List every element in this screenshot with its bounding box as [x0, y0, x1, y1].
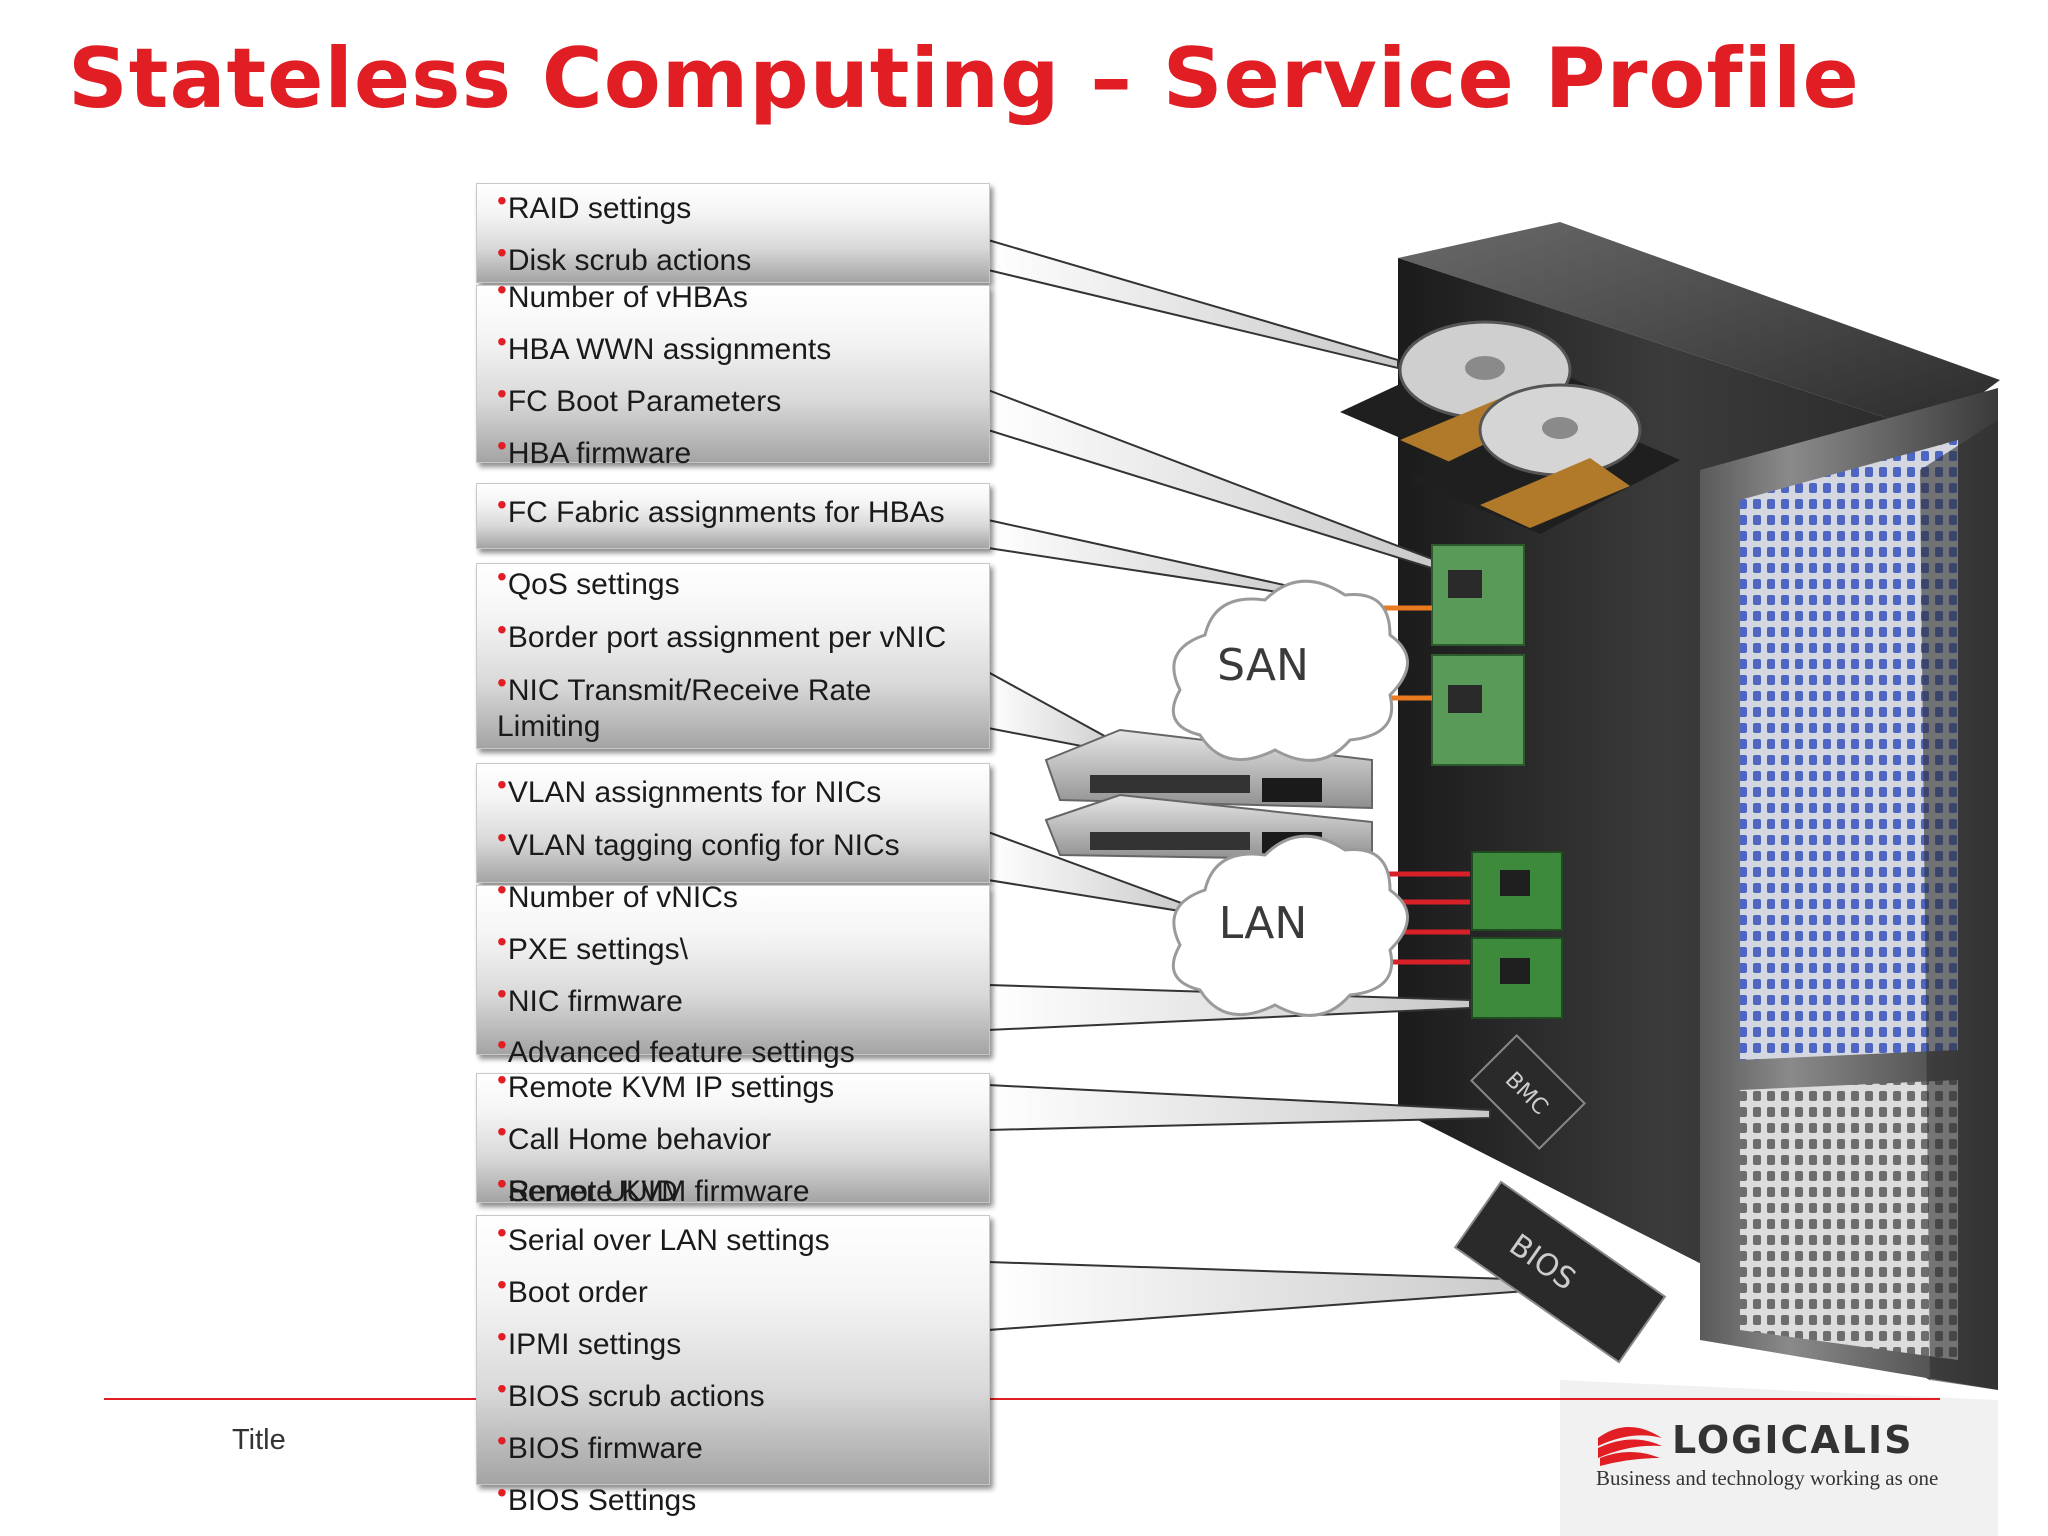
list-item: NIC Transmit/Receive Rate [497, 674, 871, 708]
logo-name: LOGICALIS [1672, 1418, 1914, 1462]
list-item: BIOS scrub actions [497, 1380, 765, 1414]
lan-cloud-icon: LAN [1171, 834, 1409, 1017]
list-item: BIOS Settings [497, 1484, 696, 1518]
list-item: Server UUID [497, 1175, 678, 1209]
list-item: RAID settings [497, 192, 691, 226]
storage-settings-box: RAID settings Disk scrub actions [476, 183, 990, 283]
qos-settings-box: QoS settings Border port assignment per … [476, 563, 990, 749]
list-item: Disk scrub actions [497, 244, 751, 278]
disk-drive-icon [1340, 320, 1680, 534]
list-item: Call Home behavior [497, 1123, 771, 1157]
list-item: Number of vHBAs [497, 281, 748, 315]
list-item: Advanced feature settings [497, 1036, 855, 1070]
bios-chip-icon: BIOS [1453, 1180, 1667, 1364]
list-item: Border port assignment per vNIC [497, 621, 947, 655]
list-item-continuation: Limiting [497, 710, 601, 743]
kvm-settings-box: Remote KVM IP settings Call Home behavio… [476, 1071, 990, 1208]
list-item: FC Boot Parameters [497, 385, 781, 419]
bmc-chip-icon: BMC [1470, 1034, 1586, 1150]
fc-fabric-box: FC Fabric assignments for HBAs [476, 483, 990, 549]
vlan-settings-box: VLAN assignments for NICs VLAN tagging c… [476, 763, 990, 883]
list-item: VLAN tagging config for NICs [497, 829, 900, 863]
list-item: HBA WWN assignments [497, 333, 831, 367]
list-item: PXE settings\ [497, 933, 688, 967]
slide-title: Stateless Computing – Service Profile [68, 30, 1860, 127]
san-label: SAN [1217, 640, 1309, 691]
list-item: IPMI settings [497, 1328, 681, 1362]
bios-settings-box: Serial over LAN settings Boot order IPMI… [476, 1215, 990, 1517]
list-item: HBA firmware [497, 437, 691, 471]
vnic-settings-box: Number of vNICs PXE settings\ NIC firmwa… [476, 881, 990, 1069]
footer-title: Title [232, 1424, 286, 1456]
list-item: Boot order [497, 1276, 648, 1310]
list-item: BIOS firmware [497, 1432, 703, 1466]
logicalis-swirl-icon [1598, 1427, 1662, 1466]
logo-tagline: Business and technology working as one [1596, 1466, 1939, 1490]
list-item: NIC firmware [497, 985, 683, 1019]
hba-settings-box: Number of vHBAs HBA WWN assignments FC B… [476, 281, 990, 470]
list-item: FC Fabric assignments for HBAs [497, 496, 945, 530]
list-item: Number of vNICs [497, 881, 738, 915]
hba-card-icon [1431, 544, 1525, 646]
list-item: Remote KVM IP settings [497, 1071, 834, 1105]
lan-label: LAN [1219, 898, 1308, 949]
footer-rule-left [104, 1398, 476, 1400]
footer-rule-right [990, 1398, 1940, 1400]
list-item: Serial over LAN settings [497, 1224, 830, 1258]
san-cloud-icon: SAN [1171, 579, 1409, 762]
list-item: QoS settings [497, 568, 680, 602]
list-item: VLAN assignments for NICs [497, 776, 881, 810]
